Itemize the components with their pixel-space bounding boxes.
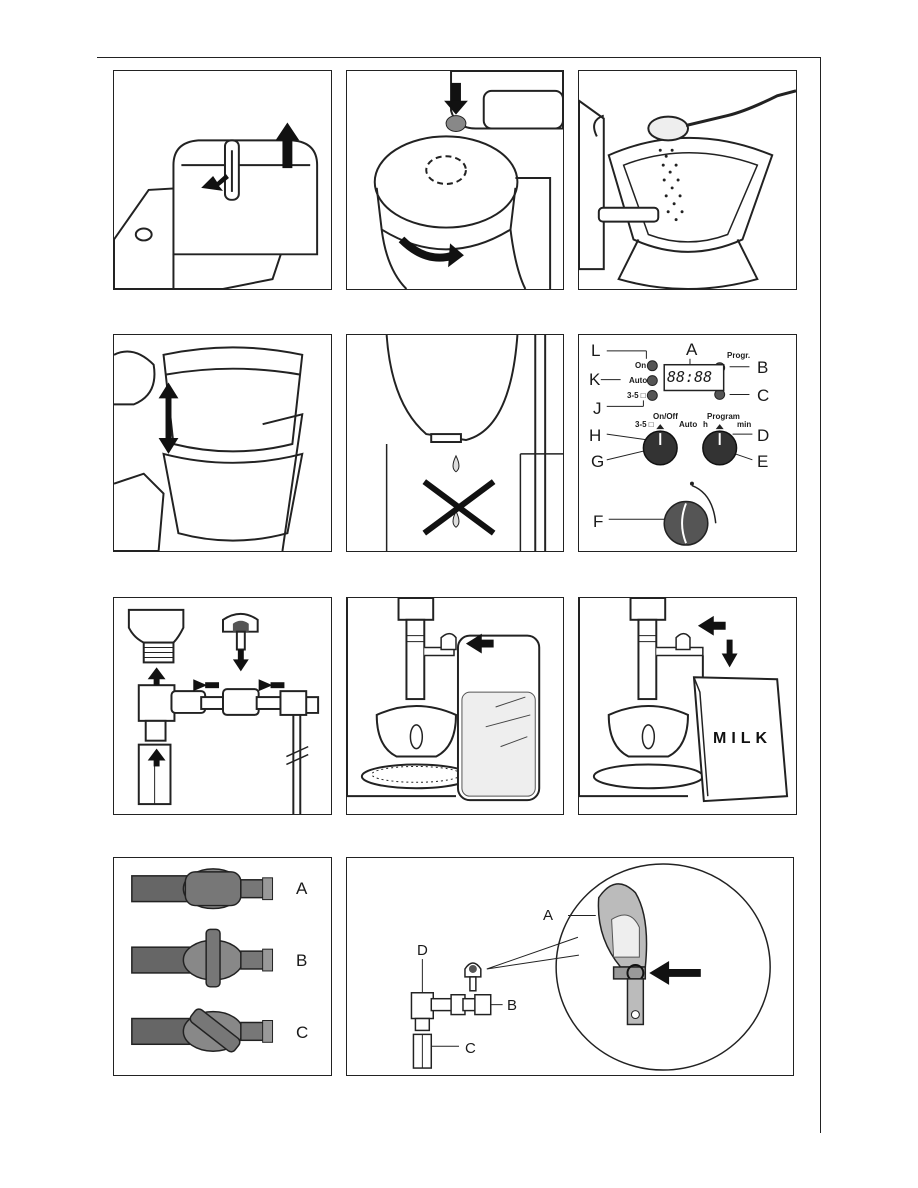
callout-a: A: [686, 340, 698, 359]
callout-c: C: [757, 386, 770, 405]
knob-left-left-label: 3-5 □: [635, 420, 654, 429]
knob-right-left-label: h: [703, 420, 708, 429]
water-drop-icon: [452, 454, 460, 528]
figure-frother-milk-carton: MILK: [578, 597, 797, 815]
knob-left-title: On/Off: [653, 412, 678, 421]
arrow-icon: [697, 615, 738, 668]
measuring-spoon-icon: [647, 89, 796, 142]
assembly-label-d: D: [417, 942, 428, 959]
callout-l: L: [591, 341, 601, 360]
milk-carton-label: MILK: [713, 730, 773, 747]
right-rule: [820, 57, 821, 1133]
arrow-icon: [147, 649, 285, 767]
callout-j: J: [593, 399, 602, 418]
arrow-icon: [275, 122, 300, 169]
valve-position-a: A: [296, 879, 308, 898]
callout-d: D: [757, 426, 770, 445]
knob-right-right-label: min: [737, 420, 752, 429]
knob-left-right-label: Auto: [679, 420, 698, 429]
figure-water-tank-open: [113, 70, 332, 290]
arrow-icon: [444, 82, 468, 115]
callout-b: B: [757, 358, 769, 377]
figure-add-coffee: [578, 70, 797, 290]
figure-frother-parts: [113, 597, 332, 815]
figure-remove-filter: [113, 334, 332, 552]
callout-g: G: [591, 452, 605, 471]
arrow-icon: [398, 236, 464, 268]
figure-control-panel: L A B K C J H D G E F On Auto 3-5 □ Prog…: [578, 334, 797, 552]
progr-button-label: Progr.: [727, 351, 751, 360]
figure-no-drip: [346, 334, 564, 552]
assembly-label-c: C: [465, 1040, 476, 1057]
figure-filter-holder-swing: [346, 70, 564, 290]
figure-frother-jug: [346, 597, 564, 815]
top-rule: [97, 57, 821, 58]
auto-button-label: Auto: [629, 376, 648, 385]
arrow-icon: [201, 174, 229, 191]
assembly-label-a: A: [543, 907, 554, 924]
callout-f: F: [593, 512, 604, 531]
cups-button-label: 3-5 □: [627, 391, 646, 400]
on-button-label: On: [635, 361, 647, 370]
figure-valve-positions: A B C: [113, 857, 332, 1076]
arrow-icon: [158, 382, 179, 454]
callout-h: H: [589, 426, 602, 445]
figure-frother-assembly: A B C D: [346, 857, 794, 1076]
valve-position-b: B: [296, 951, 308, 970]
callout-k: K: [589, 370, 601, 389]
cross-icon: [422, 479, 496, 536]
arrow-icon: [465, 633, 494, 654]
arrow-icon: [649, 961, 701, 985]
clock-display: 88:88: [667, 368, 713, 386]
knob-right-title: Program: [707, 412, 740, 421]
callout-e: E: [757, 452, 769, 471]
valve-position-c: C: [296, 1023, 309, 1042]
assembly-label-b: B: [507, 997, 518, 1014]
